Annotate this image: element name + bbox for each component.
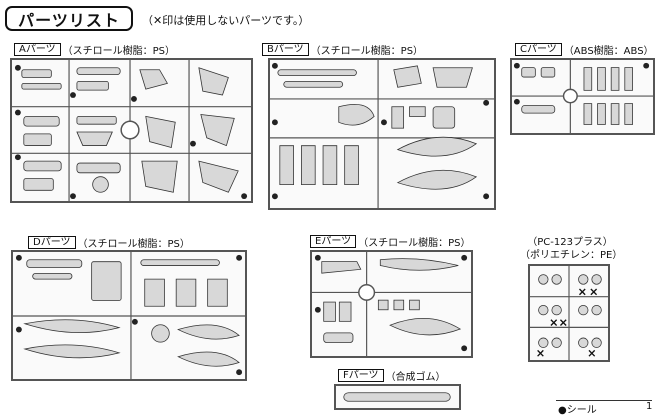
seal-label: ●シール (558, 401, 600, 416)
page-title: パーツリスト (5, 6, 133, 31)
sprue-pc-frame (528, 264, 610, 362)
sprue-f-drawing (343, 392, 451, 402)
sprue-d-drawing (13, 252, 245, 379)
pc-sprue-name: （PC-123プラス） (527, 237, 613, 248)
sprue-d-label: Dパーツ （スチロール樹脂：PS） (28, 235, 190, 250)
sprue-c-drawing (512, 60, 653, 133)
sprue-f-material: （合成ゴム） (385, 372, 446, 383)
sprue-e-frame (310, 250, 473, 358)
sprue-a-code: Aパーツ (14, 43, 61, 56)
unused-parts-note: （✕印は使用しないパーツです。） (142, 14, 310, 27)
sprue-e-label: Eパーツ （スチロール樹脂：PS） (310, 234, 471, 249)
sprue-c-code: Cパーツ (515, 43, 562, 56)
sprue-b-frame (268, 58, 496, 210)
sprue-b-code: Bパーツ (262, 43, 309, 56)
sprue-d-material: （スチロール樹脂：PS） (77, 239, 190, 250)
sprue-e-drawing (312, 252, 471, 356)
sprue-f-label: Fパーツ （合成ゴム） (338, 368, 446, 383)
sprue-pc-drawing (530, 266, 608, 360)
sprue-a-drawing (12, 60, 251, 201)
sprue-b-label: Bパーツ （スチロール樹脂：PS） (262, 42, 423, 57)
sprue-a-label: Aパーツ （スチロール樹脂：PS） (14, 42, 175, 57)
sprue-c-frame (510, 58, 655, 135)
sprue-e-material: （スチロール樹脂：PS） (358, 238, 471, 249)
sprue-f-frame (334, 384, 461, 410)
pc-sprue-material: （ポリエチレン：PE） (520, 250, 623, 261)
sprue-c-material: （ABS樹脂：ABS） (563, 46, 654, 57)
sprue-e-code: Eパーツ (310, 235, 357, 248)
sprue-a-frame (10, 58, 253, 203)
sprue-a-material: （スチロール樹脂：PS） (62, 46, 176, 57)
sprue-c-label: Cパーツ （ABS樹脂：ABS） (515, 42, 654, 57)
sprue-d-frame (11, 250, 247, 381)
sprue-b-drawing (270, 60, 494, 208)
seal-count: 1 (646, 401, 653, 412)
seal-divider (556, 400, 652, 401)
pc-sprue-title: （PC-123プラス） （ポリエチレン：PE） (520, 236, 623, 262)
sprue-d-code: Dパーツ (28, 236, 76, 249)
sprue-b-material: （スチロール樹脂：PS） (310, 46, 424, 57)
sprue-f-code: Fパーツ (338, 369, 384, 382)
